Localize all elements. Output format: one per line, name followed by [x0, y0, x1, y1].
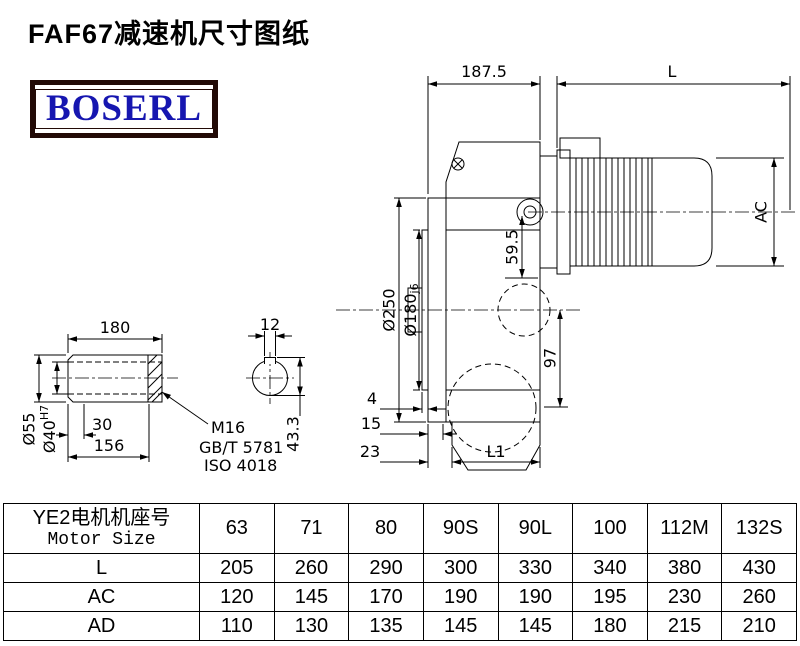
top-dimensions: 187.5 L — [427, 62, 791, 210]
logo-frame: BOSERL — [34, 87, 214, 130]
dim-15-label: 15 — [361, 414, 381, 433]
value-cell: 120 — [199, 582, 275, 612]
ac-dimension: AC — [716, 157, 784, 267]
value-cell: 170 — [348, 582, 424, 612]
size-col-header: 80 — [348, 503, 424, 554]
value-cell: 430 — [721, 553, 797, 583]
size-col-header: 100 — [572, 503, 648, 554]
dim-97-label: 97 — [541, 348, 560, 368]
motor-cooling-fins — [575, 158, 649, 266]
dim-4-label: 4 — [367, 389, 377, 408]
value-cell: 330 — [497, 553, 574, 583]
row-label: AC — [3, 582, 200, 612]
shaft-detail: 180 30 156 Ø55 Ø40H7 — [20, 318, 163, 462]
value-cell: 230 — [646, 582, 723, 612]
value-cell: 110 — [199, 611, 275, 641]
table-row-AC: AC 120 145 170 190 190 195 230 260 — [3, 582, 797, 612]
motor-size-header: YE2电机机座号 Motor Size — [3, 503, 200, 554]
value-cell: 145 — [273, 582, 350, 612]
value-cell: 145 — [497, 611, 574, 641]
value-cell: 130 — [273, 611, 350, 641]
table-row-AD: AD 110 130 135 145 145 180 215 210 — [3, 611, 797, 641]
dim-shaft-dia-label: Ø55 — [20, 413, 39, 446]
size-col-header: 90S — [422, 503, 499, 554]
value-cell: 205 — [199, 553, 275, 583]
value-cell: 380 — [646, 553, 723, 583]
size-col-header: 90L — [497, 503, 574, 554]
motor-size-header-cn: YE2电机机座号 — [32, 506, 171, 529]
value-cell: 215 — [646, 611, 723, 641]
size-col-header: 112M — [646, 503, 723, 554]
thread-standard-1: GB/T 5781 — [199, 438, 283, 457]
key-section-detail: 12 43.3 — [248, 315, 305, 452]
row-label: AD — [3, 611, 200, 641]
value-cell: 195 — [572, 582, 648, 612]
value-cell: 300 — [422, 553, 499, 583]
dim-180-label: 180 — [100, 318, 131, 337]
dim-156-label: 156 — [94, 436, 125, 455]
gearbox-housing — [407, 141, 551, 471]
value-cell: 145 — [422, 611, 499, 641]
dim-23-label: 23 — [360, 442, 380, 461]
value-cell: 290 — [348, 553, 424, 583]
dimension-table: YE2电机机座号 Motor Size 63 71 80 90S 90L 100… — [3, 503, 797, 641]
bottom-dimensions: 4 15 23 L1 — [360, 389, 541, 468]
dim-l-label: L — [668, 62, 677, 81]
terminal-box — [559, 137, 601, 159]
internal-dimensions: 59.5 97 — [503, 216, 568, 408]
technical-drawing: 187.5 L AC Ø250 Ø180j6 — [20, 62, 795, 475]
page-title: FAF67减速机尺寸图纸 — [28, 19, 311, 49]
fan-cover — [652, 157, 713, 267]
dim-bore-dia-label: Ø40H7 — [38, 405, 59, 453]
size-col-header: 71 — [273, 503, 350, 554]
logo-text: BOSERL — [45, 87, 203, 129]
dim-flange-dia-label: Ø250 — [380, 288, 399, 331]
motor-size-header-en: Motor Size — [47, 529, 156, 550]
value-cell: 340 — [572, 553, 648, 583]
motor-body — [569, 157, 653, 267]
dim-43-3-label: 43.3 — [284, 416, 303, 452]
value-cell: 190 — [497, 582, 574, 612]
dim-key-width-label: 12 — [260, 315, 280, 334]
value-cell: 260 — [273, 553, 350, 583]
dim-ac-label: AC — [752, 201, 771, 223]
table-header-row: YE2电机机座号 Motor Size 63 71 80 90S 90L 100… — [3, 503, 797, 554]
gear-pitch-circles — [447, 283, 551, 453]
centerlines — [52, 211, 795, 404]
motor — [539, 137, 713, 275]
value-cell: 135 — [348, 611, 424, 641]
value-cell: 190 — [422, 582, 499, 612]
flange-dimensions: Ø250 Ø180j6 — [380, 197, 426, 423]
input-end-cover — [516, 198, 544, 226]
value-cell: 180 — [572, 611, 648, 641]
boserl-logo: BOSERL — [30, 80, 218, 138]
value-cell: 210 — [721, 611, 797, 641]
size-col-header: 132S — [721, 503, 797, 554]
size-col-header: 63 — [199, 503, 275, 554]
thread-note: M16 GB/T 5781 ISO 4018 — [161, 391, 283, 475]
value-cell: 260 — [721, 582, 797, 612]
dim-l1-label: L1 — [486, 442, 505, 461]
dim-spigot-dia-label: Ø180j6 — [401, 283, 422, 336]
thread-standard-2: ISO 4018 — [204, 456, 277, 475]
row-label: L — [3, 553, 200, 583]
dim-59-5-label: 59.5 — [503, 229, 522, 265]
hollow-shaft-end — [407, 287, 423, 333]
dim-187-5-label: 187.5 — [461, 62, 507, 81]
dim-30-label: 30 — [92, 415, 112, 434]
thread-label: M16 — [211, 418, 245, 437]
bore-hidden-lines — [68, 361, 162, 395]
table-row-L: L 205 260 290 300 330 340 380 430 — [3, 553, 797, 583]
eyebolt-hole-icon — [451, 157, 465, 171]
